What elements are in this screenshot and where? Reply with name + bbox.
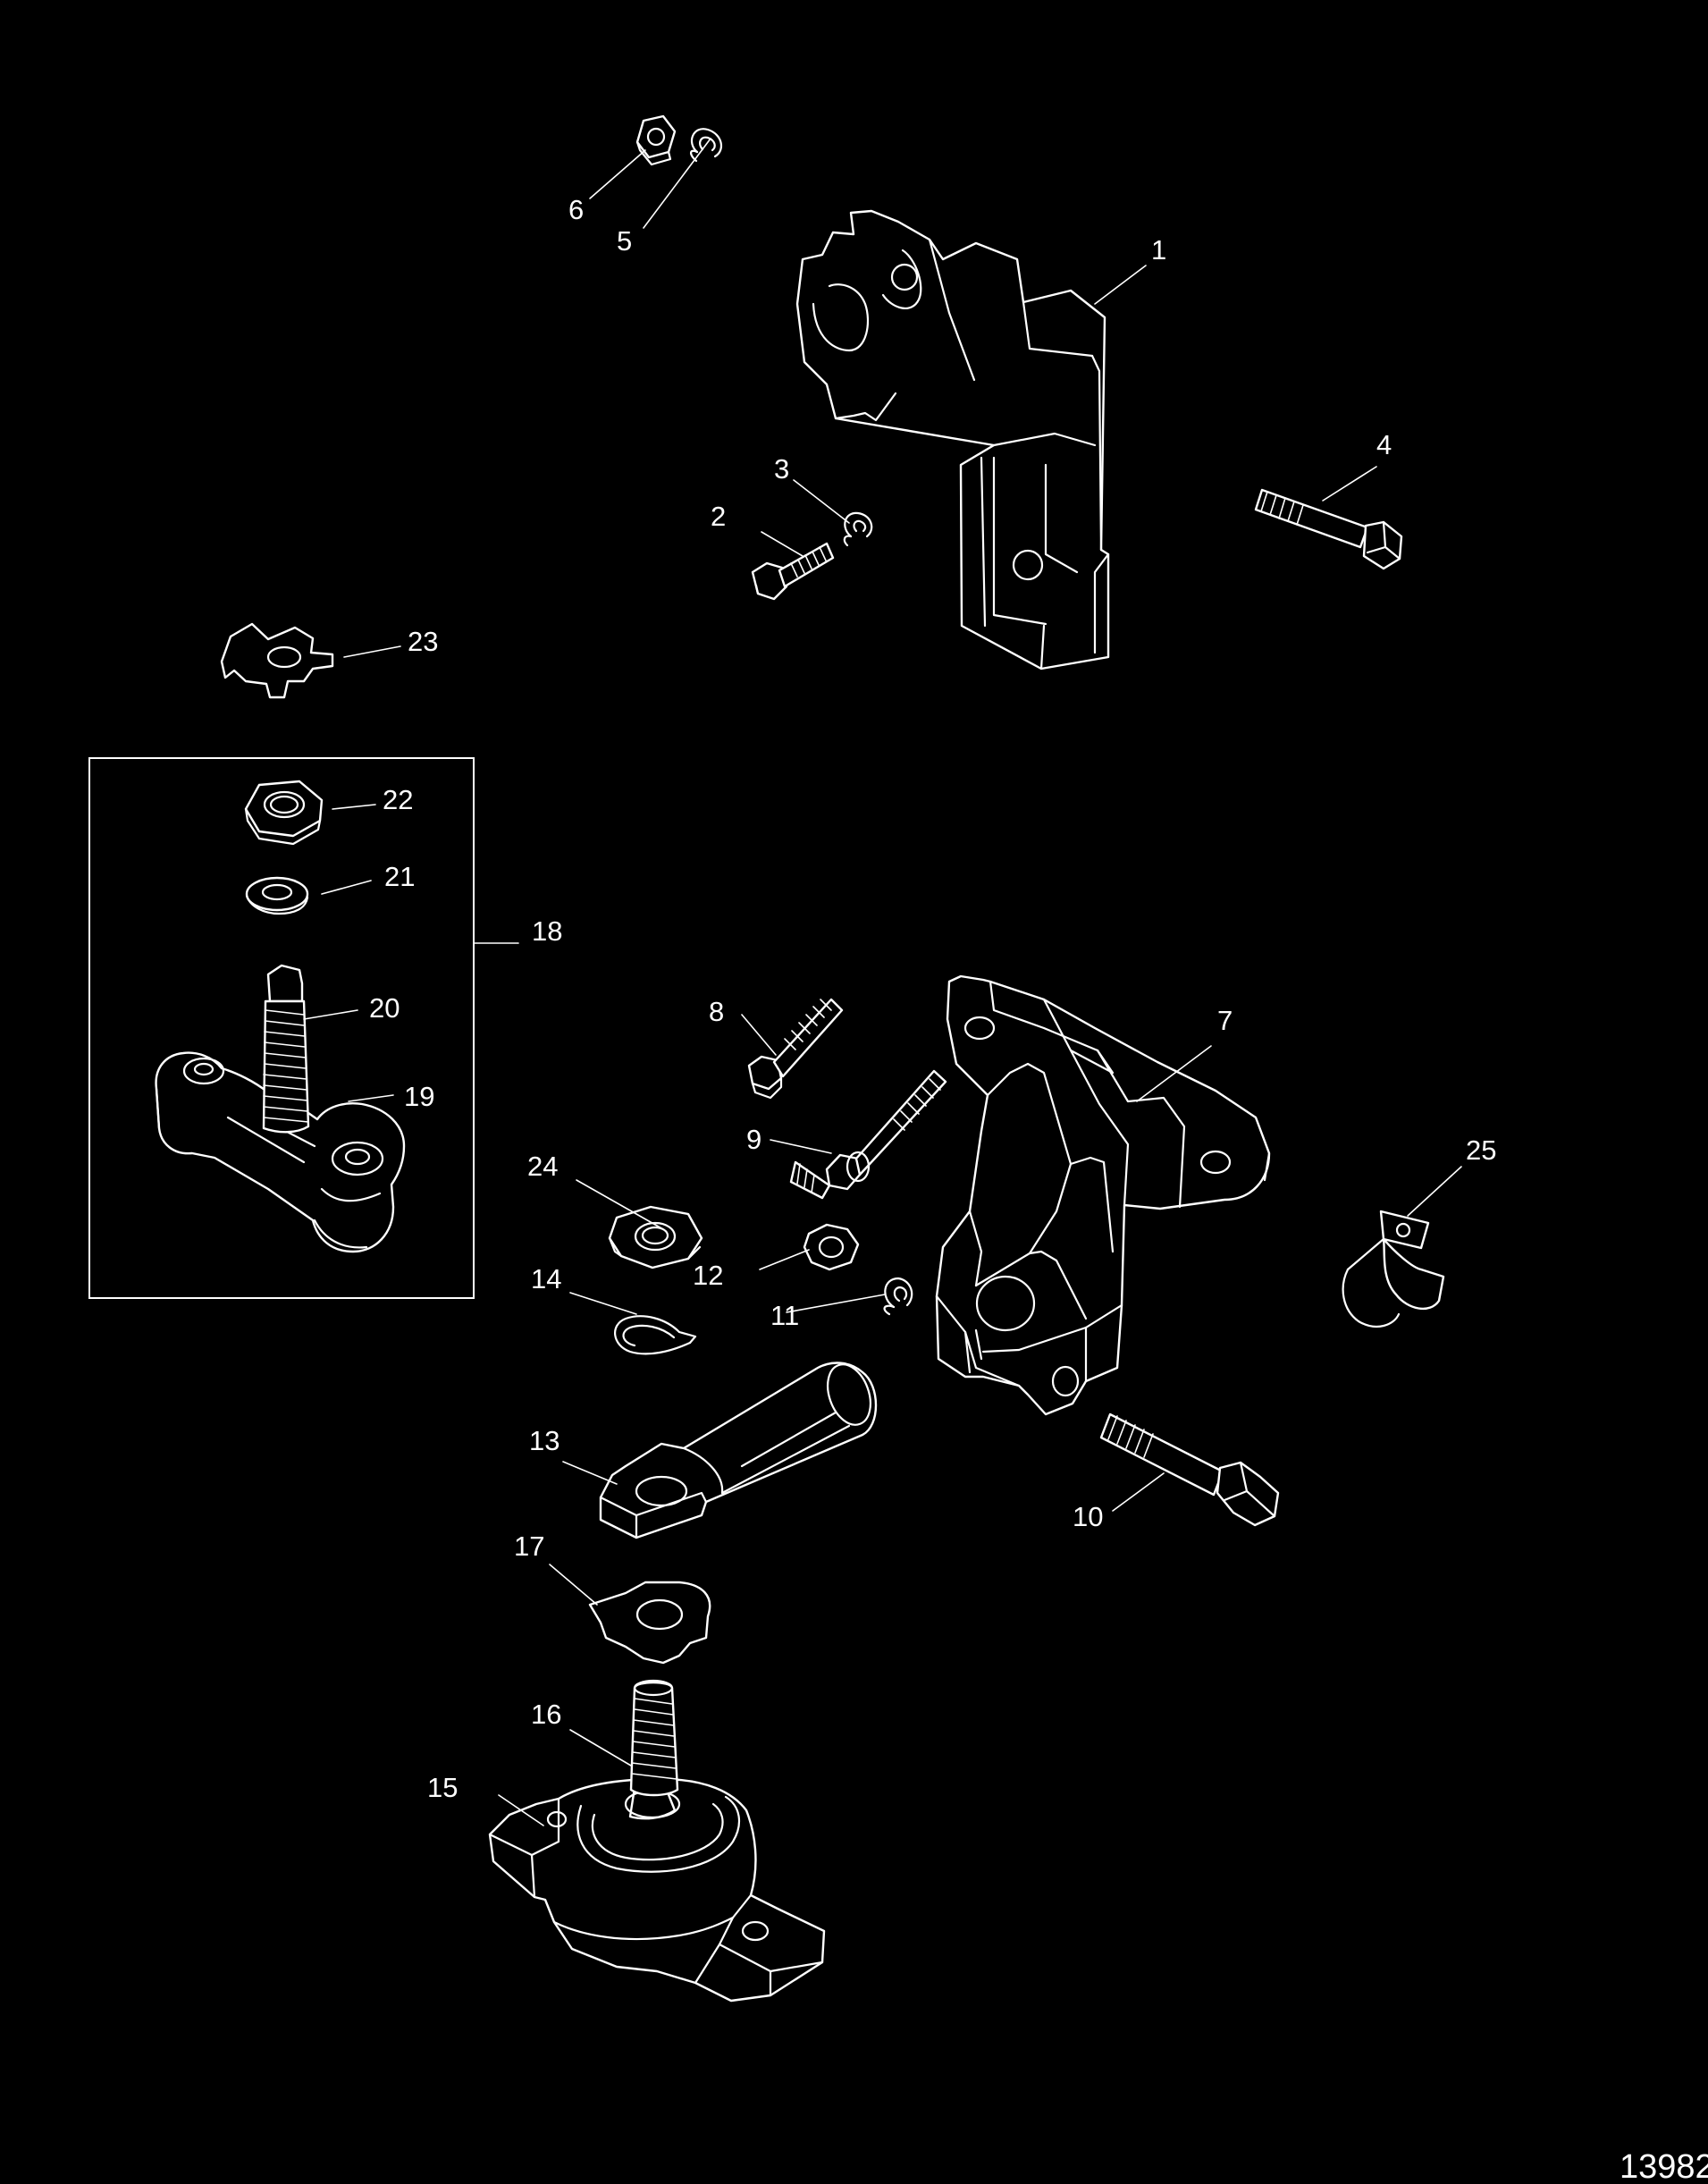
callout-3: 3	[774, 453, 789, 485]
part-10-long-bolt	[1099, 1412, 1280, 1527]
part-17-tab-washer	[588, 1581, 711, 1665]
callout-19: 19	[404, 1081, 434, 1112]
part-9-stud	[789, 1069, 947, 1200]
callout-4: 4	[1376, 429, 1392, 460]
callout-24: 24	[527, 1151, 558, 1182]
part-24-hex-nut	[608, 1205, 703, 1269]
part-19-mount-plate	[155, 1051, 406, 1253]
callout-5: 5	[617, 225, 632, 257]
callout-18: 18	[532, 915, 562, 947]
part-11-lock-washer	[883, 1277, 913, 1316]
callout-labels: 1 2 3 4 5 6 7 8 9 10 11 12 13 14 15 16 1…	[369, 194, 1708, 2184]
callout-15: 15	[427, 1772, 458, 1803]
callout-7: 7	[1217, 1005, 1233, 1036]
part-22-hex-nut	[244, 780, 324, 846]
callout-13: 13	[529, 1425, 560, 1456]
part-15-motor-mount	[488, 1777, 826, 2003]
callout-1: 1	[1151, 234, 1166, 266]
figure-id: 13982	[1620, 2148, 1708, 2184]
part-8-bolt	[747, 998, 844, 1100]
callout-9: 9	[746, 1124, 761, 1155]
leader-lines	[303, 138, 1462, 1826]
part-12-hex-nut	[803, 1223, 860, 1271]
callout-6: 6	[568, 194, 584, 225]
part-6-hex-nut	[635, 114, 677, 166]
part-21-flat-washer	[245, 876, 309, 915]
part-2-bolt	[751, 542, 835, 601]
part-7-lower-bracket	[935, 974, 1271, 1416]
callout-22: 22	[383, 784, 413, 815]
callout-16: 16	[531, 1699, 561, 1730]
part-1-upper-bracket	[795, 209, 1110, 670]
part-4-long-bolt	[1254, 488, 1403, 570]
part-14-retaining-ring	[614, 1315, 697, 1355]
callout-14: 14	[531, 1263, 561, 1294]
part-3-lock-washer	[843, 511, 873, 547]
part-16-mount-stud	[624, 1679, 681, 1820]
callout-25: 25	[1466, 1134, 1496, 1166]
callout-21: 21	[384, 861, 415, 892]
part-23-tab-washer	[220, 622, 334, 699]
callout-17: 17	[514, 1530, 544, 1562]
callout-10: 10	[1073, 1501, 1103, 1532]
callout-8: 8	[709, 996, 724, 1027]
callout-12: 12	[693, 1260, 723, 1291]
callout-20: 20	[369, 992, 400, 1024]
callout-11: 11	[770, 1300, 799, 1331]
part-13-shaft	[599, 1362, 878, 1539]
callout-23: 23	[408, 626, 438, 657]
part-25-clip	[1342, 1210, 1445, 1328]
part-20-stud	[262, 964, 310, 1134]
callout-2: 2	[711, 501, 726, 532]
kit-18-frame	[88, 757, 475, 1299]
